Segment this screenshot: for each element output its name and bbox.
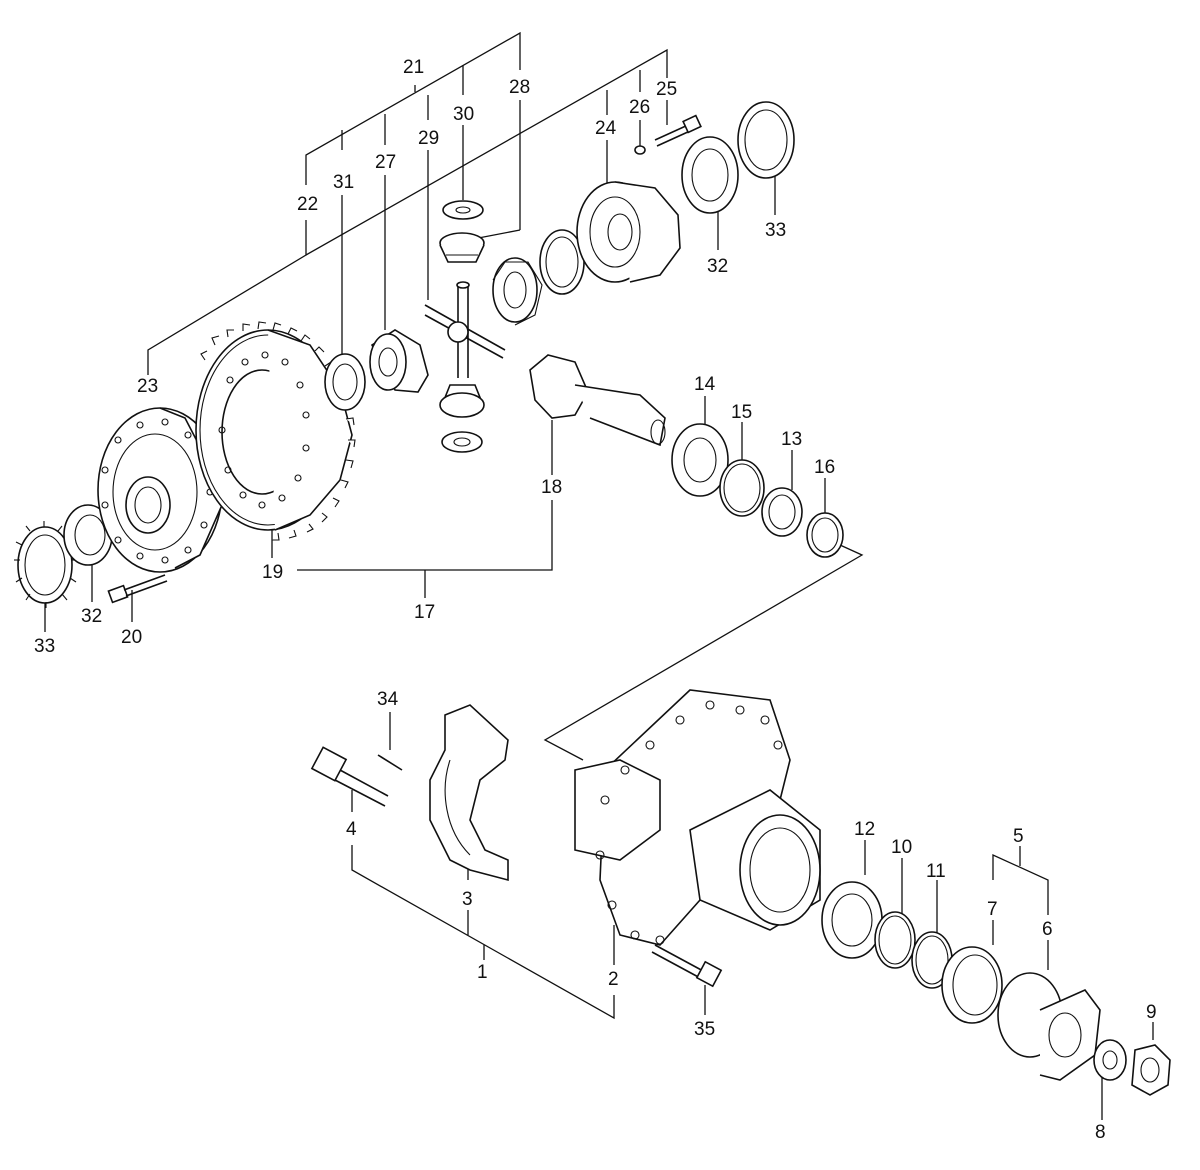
callout-3: 3 xyxy=(462,889,473,910)
side-gear-27 xyxy=(369,329,429,393)
callout-23: 23 xyxy=(137,376,158,397)
side-gear-right xyxy=(492,257,543,326)
callout-16: 16 xyxy=(814,457,835,478)
callout-6: 6 xyxy=(1042,919,1053,940)
callout-12: 12 xyxy=(854,819,875,840)
ring-10 xyxy=(874,911,916,969)
differential-case-half xyxy=(97,407,223,573)
callout-10: 10 xyxy=(891,837,912,858)
bolt-4 xyxy=(310,746,389,807)
pinion-bearing xyxy=(671,423,729,497)
callout-22: 22 xyxy=(297,194,318,215)
callout-26: 26 xyxy=(629,97,650,118)
bolt-20 xyxy=(107,574,168,604)
housing-bearing xyxy=(821,881,883,959)
pinion-washer-top xyxy=(442,200,484,220)
callout-32-upper: 32 xyxy=(707,256,728,277)
bearing-right xyxy=(681,136,739,214)
callout-2: 2 xyxy=(608,969,619,990)
callout-31: 31 xyxy=(333,172,354,193)
bearing-left xyxy=(63,504,113,566)
washer-8 xyxy=(1093,1039,1127,1081)
callout-19: 19 xyxy=(262,562,283,583)
callout-21: 21 xyxy=(403,57,424,78)
callout-13: 13 xyxy=(781,429,802,450)
thrust-washer-31 xyxy=(324,353,366,411)
leader-lines xyxy=(44,31,1154,1120)
callout-5: 5 xyxy=(1013,826,1024,847)
bolt-25 xyxy=(654,114,702,147)
callout-14: 14 xyxy=(694,374,716,395)
oil-seal xyxy=(941,946,1003,1024)
callout-33-lower: 33 xyxy=(34,636,55,657)
callout-33-upper: 33 xyxy=(765,220,786,241)
drive-pinion xyxy=(529,354,666,447)
washer-26 xyxy=(634,145,646,155)
callout-18: 18 xyxy=(541,477,562,498)
callout-17: 17 xyxy=(414,602,435,623)
callout-34: 34 xyxy=(377,689,399,710)
dowel-pin xyxy=(377,754,403,771)
differential-case-right xyxy=(576,181,681,283)
companion-flange xyxy=(997,972,1101,1081)
callout-30: 30 xyxy=(453,104,474,125)
callout-4: 4 xyxy=(346,819,357,840)
callout-9: 9 xyxy=(1146,1002,1157,1023)
callout-20: 20 xyxy=(121,627,142,648)
bearing-cup-ring-left xyxy=(14,521,77,608)
callout-29: 29 xyxy=(418,128,439,149)
callout-25: 25 xyxy=(656,79,677,100)
callout-labels: 1 2 3 4 5 6 7 8 9 10 11 12 13 14 15 16 1… xyxy=(34,57,1157,1143)
pinion-washer-bottom xyxy=(441,431,483,453)
callout-24: 24 xyxy=(595,118,617,139)
bearing-cup-ring-right xyxy=(737,101,795,179)
pinion-gear-bottom xyxy=(439,384,485,418)
shim-16 xyxy=(806,512,844,558)
callout-28: 28 xyxy=(509,77,530,98)
pinion-gear-top xyxy=(439,232,485,263)
callout-7: 7 xyxy=(987,899,998,920)
callout-32-lower: 32 xyxy=(81,606,102,627)
axle-housing xyxy=(574,689,821,946)
differential-spider xyxy=(424,281,506,378)
callout-1: 1 xyxy=(477,962,488,983)
callout-15: 15 xyxy=(731,402,752,423)
callout-35: 35 xyxy=(694,1019,715,1040)
bearing-cap xyxy=(429,704,509,882)
flange-nut xyxy=(1131,1044,1171,1096)
sleeve-13 xyxy=(761,487,803,537)
callout-11: 11 xyxy=(926,861,946,882)
callout-8: 8 xyxy=(1095,1122,1106,1143)
spacer-ring-15 xyxy=(719,459,765,517)
callout-27: 27 xyxy=(375,152,396,173)
bolt-35 xyxy=(651,944,723,988)
